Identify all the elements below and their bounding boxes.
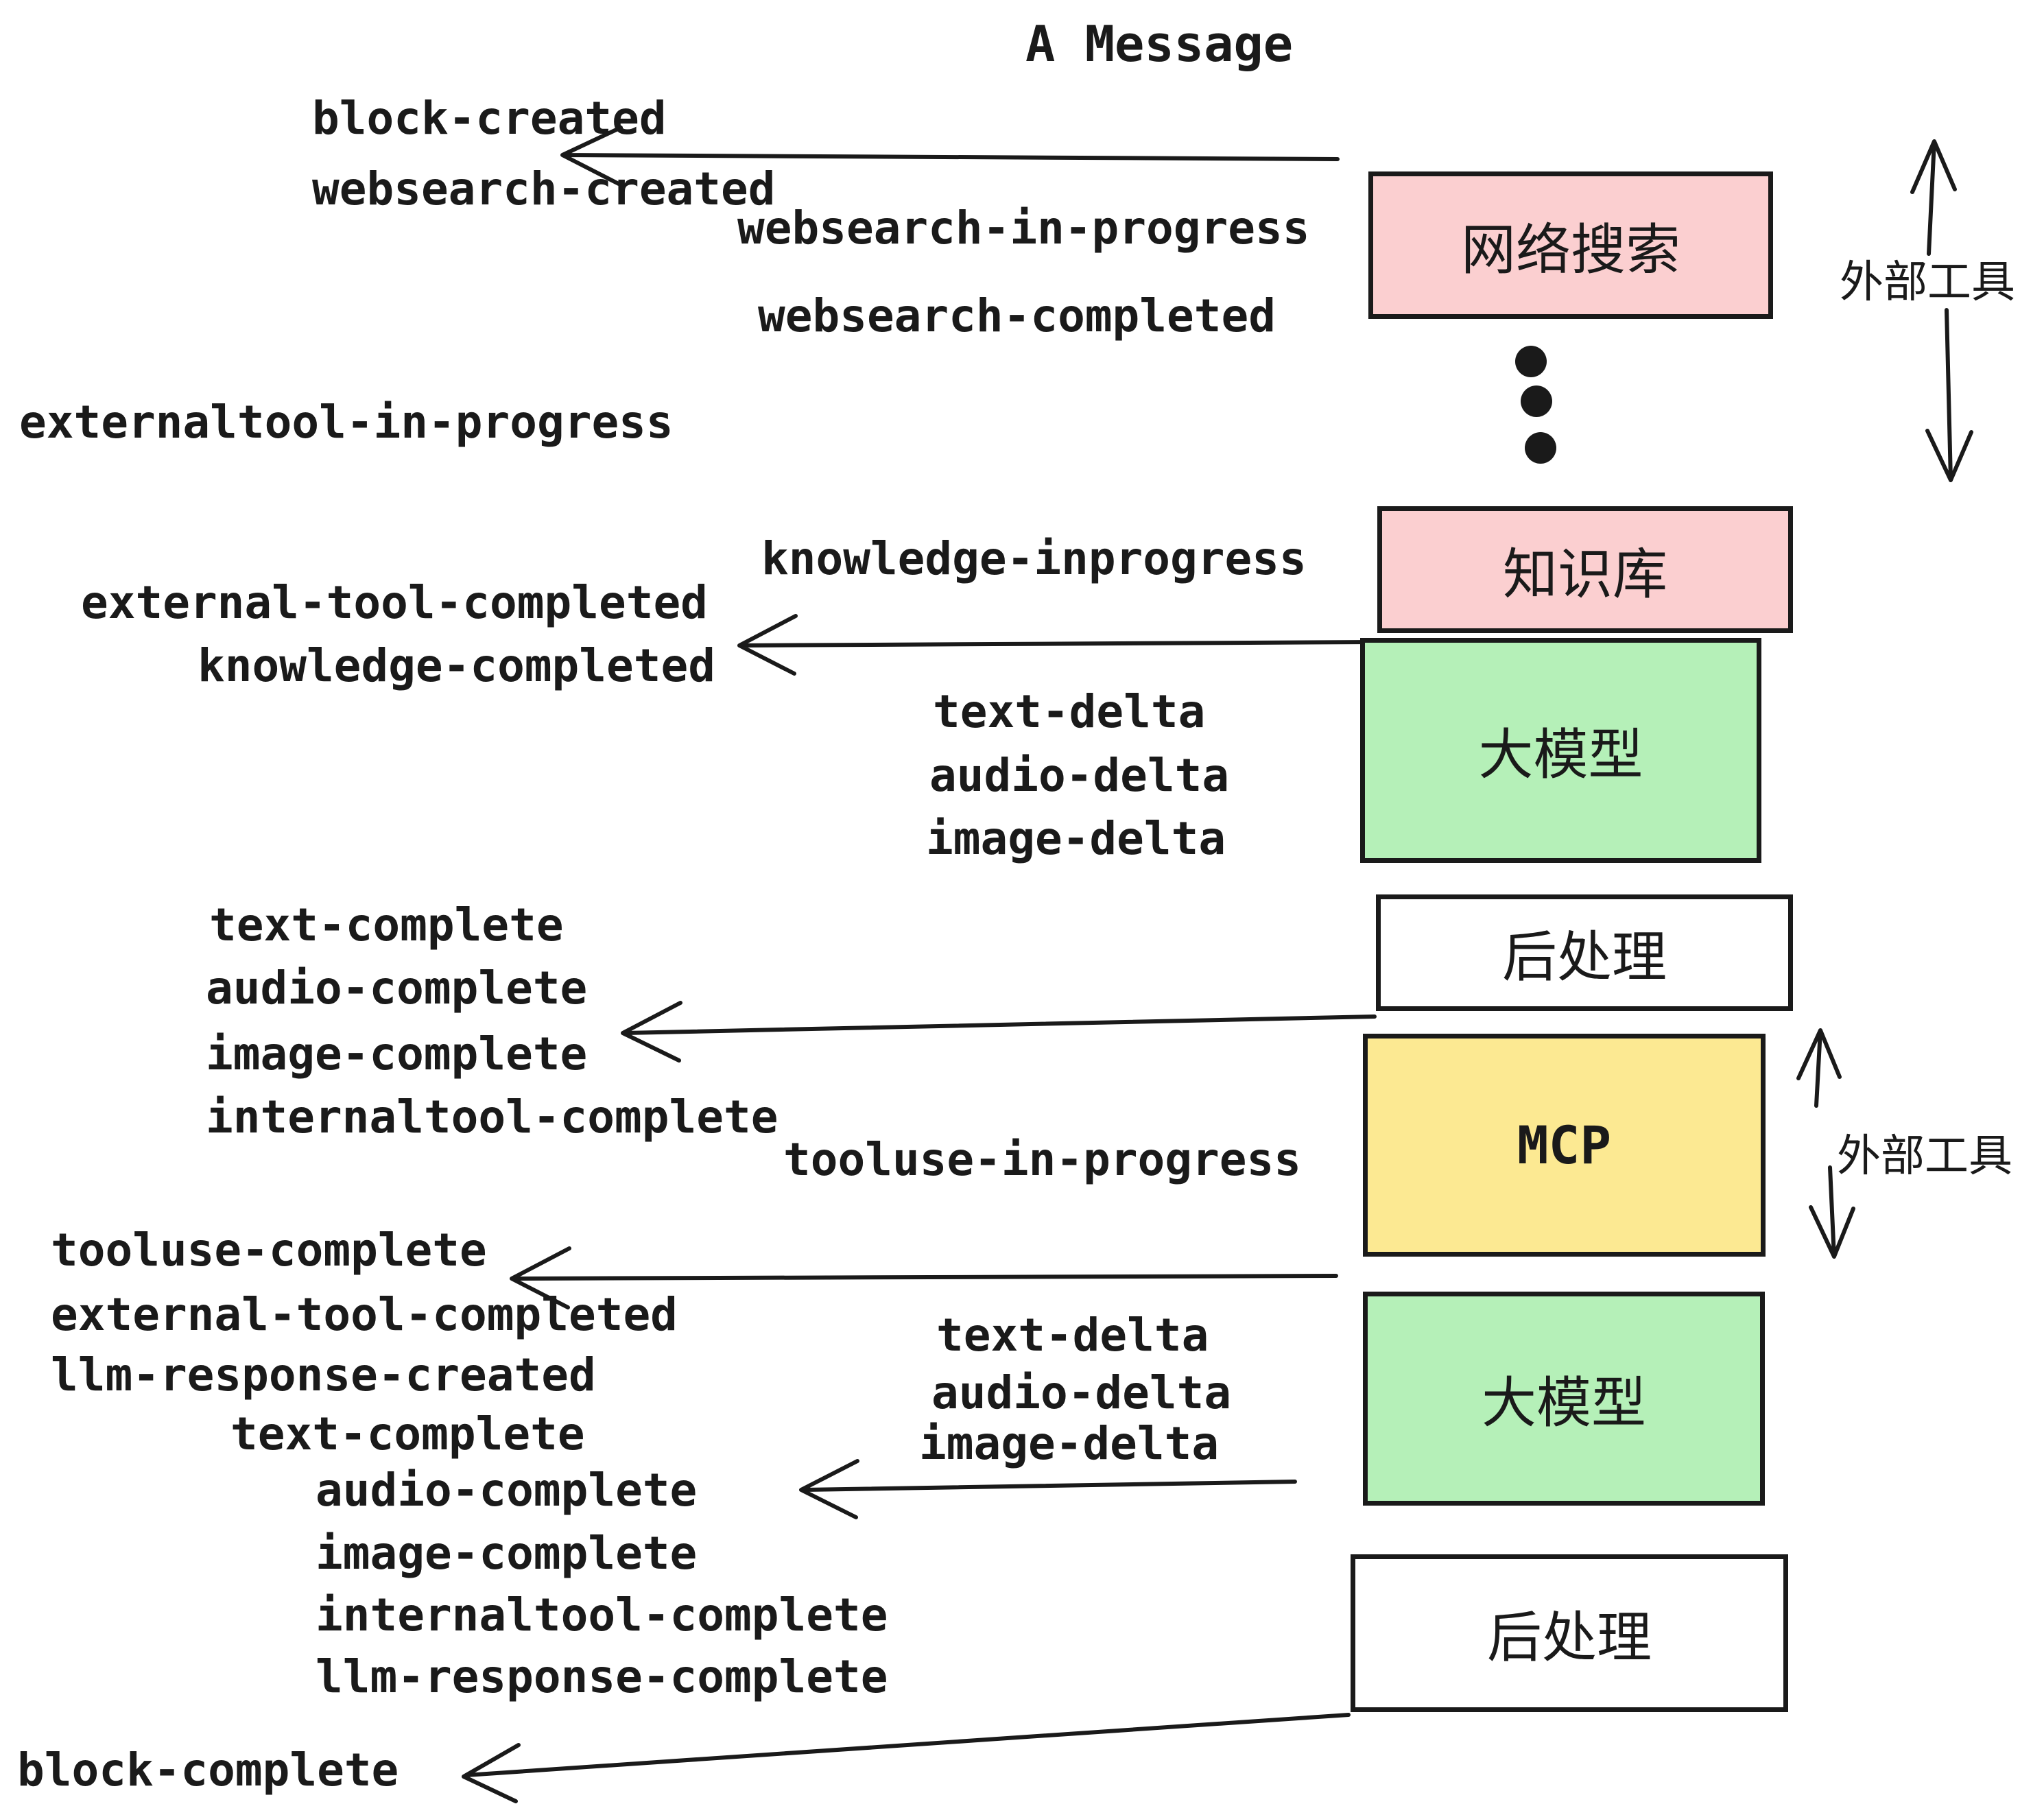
event-audio-complete-1: audio-complete [206, 962, 588, 1014]
arrow-block-complete [462, 1713, 1351, 1803]
event-text-delta-1: text-delta [933, 685, 1206, 738]
node-postprocess-1: 后处理 [1376, 894, 1793, 1011]
event-websearch-completed: websearch-completed [758, 289, 1276, 342]
event-knowledge-completed: knowledge-completed [198, 639, 715, 692]
event-knowledge-inprogress: knowledge-inprogress [761, 532, 1307, 585]
event-block-created: block-created [312, 92, 667, 145]
external-tools-up-arrow-2 [1796, 1028, 1842, 1108]
event-externaltool-in-progress: externaltool-in-progress [19, 396, 674, 449]
event-tooluse-in-progress: tooluse-in-progress [783, 1133, 1301, 1186]
node-postprocess-2-label: 后处理 [1487, 1607, 1652, 1668]
event-block-complete: block-complete [17, 1744, 399, 1796]
event-websearch-created: websearch-created [312, 163, 776, 215]
event-internaltool-complete-1: internaltool-complete [206, 1091, 779, 1143]
external-tools-down-arrow-2 [1809, 1165, 1855, 1259]
event-external-tool-completed-2: external-tool-completed [51, 1288, 678, 1341]
event-image-delta-2: image-delta [919, 1417, 1220, 1470]
event-text-complete-1: text-complete [209, 899, 564, 951]
node-knowledge-base-label: 知识库 [1503, 543, 1667, 605]
event-audio-delta-2: audio-delta [931, 1366, 1232, 1419]
ellipsis-dots [1515, 346, 1556, 464]
node-llm-2-label: 大模型 [1482, 1373, 1646, 1434]
arrow-image-complete [621, 1001, 1377, 1063]
node-mcp: MCP [1363, 1034, 1766, 1257]
event-image-complete-1: image-complete [206, 1028, 588, 1080]
event-websearch-in-progress: websearch-in-progress [737, 202, 1310, 254]
event-tooluse-complete: tooluse-complete [51, 1224, 487, 1277]
node-websearch: 网络搜索 [1368, 171, 1773, 319]
event-audio-delta-1: audio-delta [929, 749, 1230, 802]
event-audio-complete-2: audio-complete [316, 1464, 698, 1517]
node-llm-2: 大模型 [1363, 1292, 1765, 1506]
event-llm-response-complete: llm-response-complete [316, 1650, 888, 1703]
node-llm-1-label: 大模型 [1478, 724, 1643, 785]
external-tools-down-arrow-1 [1925, 308, 1973, 482]
external-tools-label-top: 外部工具 [1840, 257, 2015, 307]
external-tools-label-bottom: 外部工具 [1837, 1131, 2012, 1180]
node-knowledge-base: 知识库 [1377, 506, 1793, 633]
event-internaltool-complete-2: internaltool-complete [316, 1589, 888, 1641]
arrow-audio-complete [799, 1459, 1297, 1519]
event-image-delta-1: image-delta [926, 812, 1226, 865]
node-websearch-label: 网络搜索 [1461, 219, 1680, 281]
event-text-delta-2: text-delta [936, 1309, 1209, 1362]
event-image-complete-2: image-complete [316, 1527, 698, 1580]
external-tools-up-arrow-1 [1910, 139, 1957, 256]
node-postprocess-1-label: 后处理 [1502, 927, 1667, 988]
arrow-tooluse-complete [510, 1246, 1338, 1309]
node-mcp-label: MCP [1517, 1115, 1612, 1176]
diagram-title: A Message [1025, 15, 1294, 73]
event-llm-response-created: llm-response-created [51, 1349, 596, 1401]
event-text-complete-2: text-complete [230, 1408, 585, 1460]
node-llm-1: 大模型 [1360, 638, 1761, 863]
arrow-knowledge-completed [737, 614, 1377, 676]
arrow-websearch-created [560, 126, 1340, 186]
event-external-tool-completed: external-tool-completed [81, 576, 708, 629]
node-postprocess-2: 后处理 [1351, 1554, 1788, 1712]
